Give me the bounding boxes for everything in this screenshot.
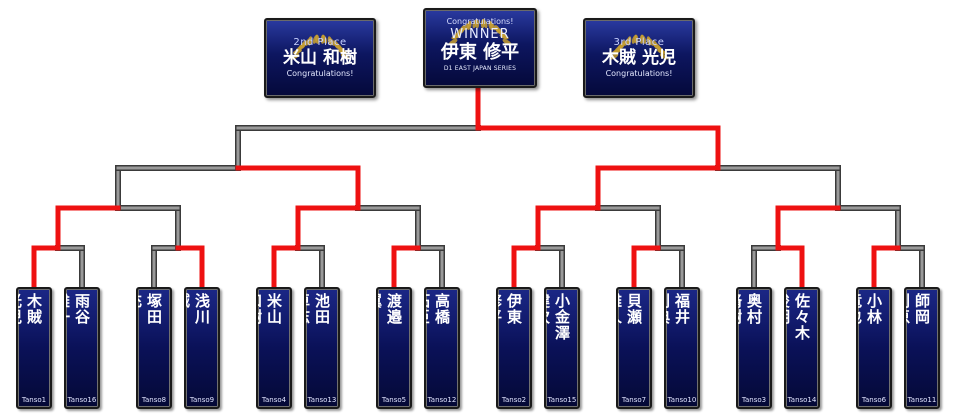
entrant-name: 米山 和樹 bbox=[256, 293, 283, 325]
winner-name: 伊東 修平 bbox=[440, 42, 520, 63]
entrant-name: 渡邉 翼 bbox=[376, 293, 403, 325]
winner-congrats: Congratulations! bbox=[446, 17, 514, 26]
entrant-id: Tanso16 bbox=[67, 396, 97, 404]
laurel-wreath-icon bbox=[448, 18, 512, 46]
third-place-title: 3rd Place bbox=[613, 37, 665, 48]
entrant-name: 池田 卓志 bbox=[304, 293, 331, 325]
third-place-name: 木賊 光児 bbox=[602, 48, 676, 68]
second-place-name: 米山 和樹 bbox=[283, 48, 357, 68]
entrant-card[interactable]: 小林 竜也 Tanso6 bbox=[856, 287, 892, 409]
entrant-id: Tanso8 bbox=[141, 396, 167, 404]
winner-box: Congratulations! WINNER 伊東 修平 D1 EAST JA… bbox=[423, 8, 537, 88]
entrant-card[interactable]: 佐々木 俊明 Tanso14 bbox=[784, 287, 820, 409]
entrant-name: 奥村 脩樹 bbox=[736, 293, 763, 325]
entrant-card[interactable]: 米山 和樹 Tanso4 bbox=[256, 287, 292, 409]
entrant-card[interactable]: 貝瀬 雅人 Tanso7 bbox=[616, 287, 652, 409]
entrant-id: Tanso3 bbox=[741, 396, 767, 404]
third-place-congrats: Congratulations! bbox=[605, 69, 673, 78]
second-place-box: 2nd Place 米山 和樹 Congratulations! bbox=[264, 18, 376, 98]
entrant-name: 小林 竜也 bbox=[856, 293, 883, 325]
entrant-name: 師岡 利恵 bbox=[904, 293, 931, 325]
entrant-id: Tanso1 bbox=[21, 396, 47, 404]
winner-title: WINNER bbox=[450, 27, 510, 42]
entrant-card[interactable]: 木賊 光児 Tanso1 bbox=[16, 287, 52, 409]
entrant-id: Tanso2 bbox=[501, 396, 527, 404]
entrant-id: Tanso15 bbox=[547, 396, 577, 404]
entrant-name: 小金澤 健次 bbox=[544, 293, 571, 341]
winner-series: D1 EAST JAPAN SERIES bbox=[443, 65, 517, 72]
entrant-card[interactable]: 高橋 拓臣 Tanso12 bbox=[424, 287, 460, 409]
entrant-name: 浅川 誠 bbox=[184, 293, 211, 325]
entrant-card[interactable]: 福井 利典 Tanso10 bbox=[664, 287, 700, 409]
entrant-card[interactable]: 池田 卓志 Tanso13 bbox=[304, 287, 340, 409]
entrant-id: Tanso14 bbox=[787, 396, 817, 404]
second-place-congrats: Congratulations! bbox=[286, 69, 354, 78]
entrant-name: 塚田 充 bbox=[136, 293, 163, 325]
entrant-name: 福井 利典 bbox=[664, 293, 691, 325]
entrant-name: 雨谷 雄一 bbox=[64, 293, 91, 325]
entrant-card[interactable]: 浅川 誠 Tanso9 bbox=[184, 287, 220, 409]
entrant-id: Tanso5 bbox=[381, 396, 407, 404]
entrant-name: 高橋 拓臣 bbox=[424, 293, 451, 325]
entrant-id: Tanso10 bbox=[667, 396, 697, 404]
entrant-card[interactable]: 小金澤 健次 Tanso15 bbox=[544, 287, 580, 409]
entrant-card[interactable]: 奥村 脩樹 Tanso3 bbox=[736, 287, 772, 409]
entrant-id: Tanso11 bbox=[907, 396, 937, 404]
entrant-id: Tanso9 bbox=[189, 396, 215, 404]
entrant-name: 佐々木 俊明 bbox=[784, 293, 811, 341]
third-place-box: 3rd Place 木賊 光児 Congratulations! bbox=[583, 18, 695, 98]
entrant-card[interactable]: 渡邉 翼 Tanso5 bbox=[376, 287, 412, 409]
entrant-id: Tanso4 bbox=[261, 396, 287, 404]
laurel-wreath-icon bbox=[290, 34, 350, 60]
second-place-title: 2nd Place bbox=[293, 37, 347, 48]
entrant-name: 貝瀬 雅人 bbox=[616, 293, 643, 325]
entrant-card[interactable]: 伊東 修平 Tanso2 bbox=[496, 287, 532, 409]
entrant-id: Tanso13 bbox=[307, 396, 337, 404]
entrant-id: Tanso12 bbox=[427, 396, 457, 404]
entrant-card[interactable]: 塚田 充 Tanso8 bbox=[136, 287, 172, 409]
laurel-wreath-icon bbox=[609, 34, 669, 60]
entrant-id: Tanso6 bbox=[861, 396, 887, 404]
entrant-name: 伊東 修平 bbox=[496, 293, 523, 325]
entrant-name: 木賊 光児 bbox=[16, 293, 43, 325]
entrant-id: Tanso7 bbox=[621, 396, 647, 404]
entrant-card[interactable]: 師岡 利恵 Tanso11 bbox=[904, 287, 940, 409]
entrant-card[interactable]: 雨谷 雄一 Tanso16 bbox=[64, 287, 100, 409]
